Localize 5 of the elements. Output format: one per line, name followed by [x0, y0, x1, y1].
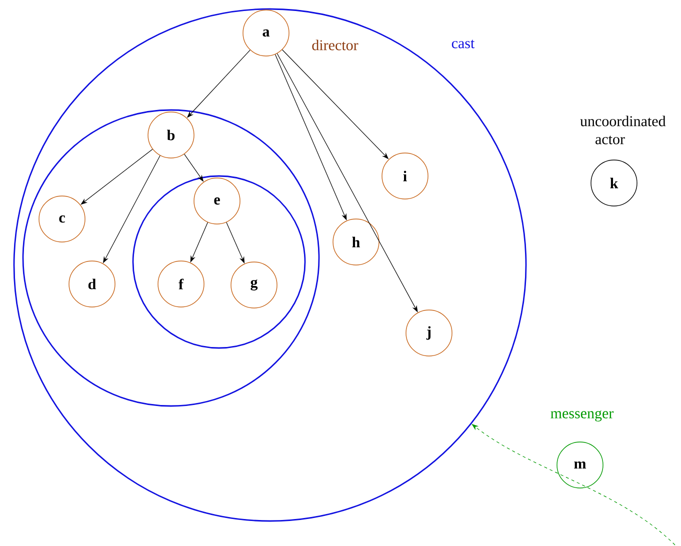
node-label: director — [312, 40, 358, 50]
node-label: messenger — [550, 410, 614, 422]
group-circle — [22, 109, 320, 407]
group-circle — [132, 175, 306, 349]
node-label: uncoordinated actor — [580, 116, 666, 144]
